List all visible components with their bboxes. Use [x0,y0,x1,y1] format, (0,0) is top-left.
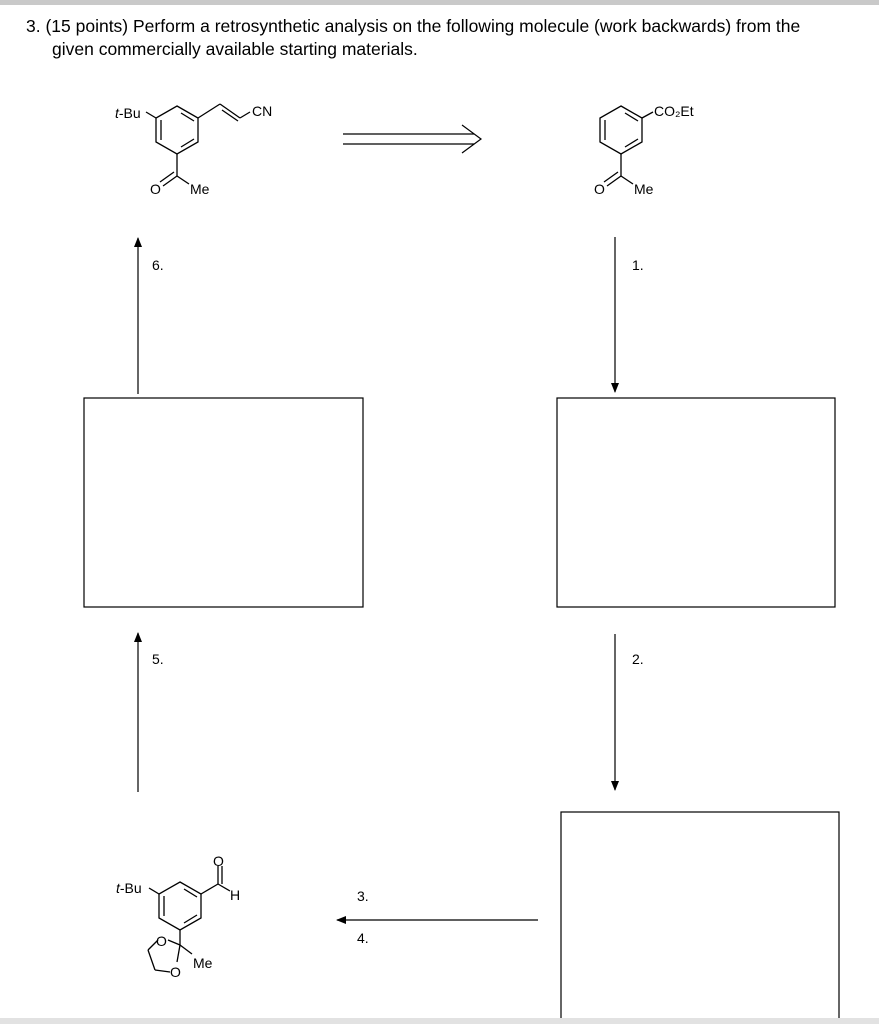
target-tbu-label: t-Bu [115,105,141,121]
question-text: 3. (15 points) Perform a retrosynthetic … [26,15,876,61]
question-line-1: 3. (15 points) Perform a retrosynthetic … [26,16,801,36]
step-4-label: 4. [357,930,369,946]
retrosynthesis-arrow [343,124,483,154]
ketal-o1-label: O [156,933,167,949]
ester-co2et-label: CO₂Et [654,103,694,119]
answer-box-right-1[interactable] [556,397,836,608]
target-me-label: Me [190,181,210,197]
bottom-border [0,1018,879,1024]
answer-box-right-2[interactable] [560,811,840,1023]
step-5-label: 5. [152,651,164,667]
start-ester-molecule [599,105,654,187]
step-1-label: 1. [632,257,644,273]
top-border [0,0,879,5]
target-cn-label: CN [252,103,272,119]
aldehyde-benzene-ring [158,881,202,931]
step-2-label: 2. [632,651,644,667]
target-benzene-ring [155,105,199,155]
step-3-label: 3. [357,888,369,904]
ketal-o2-label: O [170,964,181,980]
aldehyde-tbu-label: t-Bu [116,880,142,896]
answer-box-left[interactable] [83,397,364,608]
step-6-label: 6. [152,257,164,273]
question-line-2: given commercially available starting ma… [52,39,418,59]
aldehyde-h-label: H [230,887,240,903]
aldehyde-o-label: O [213,853,224,869]
target-molecule [145,103,251,187]
start-aldehyde-molecule [147,866,231,973]
ester-benzene-ring [599,105,643,155]
ester-o-label: O [594,181,605,197]
aldehyde-me-label: Me [193,955,213,971]
target-o-label: O [150,181,161,197]
ester-me-label: Me [634,181,654,197]
